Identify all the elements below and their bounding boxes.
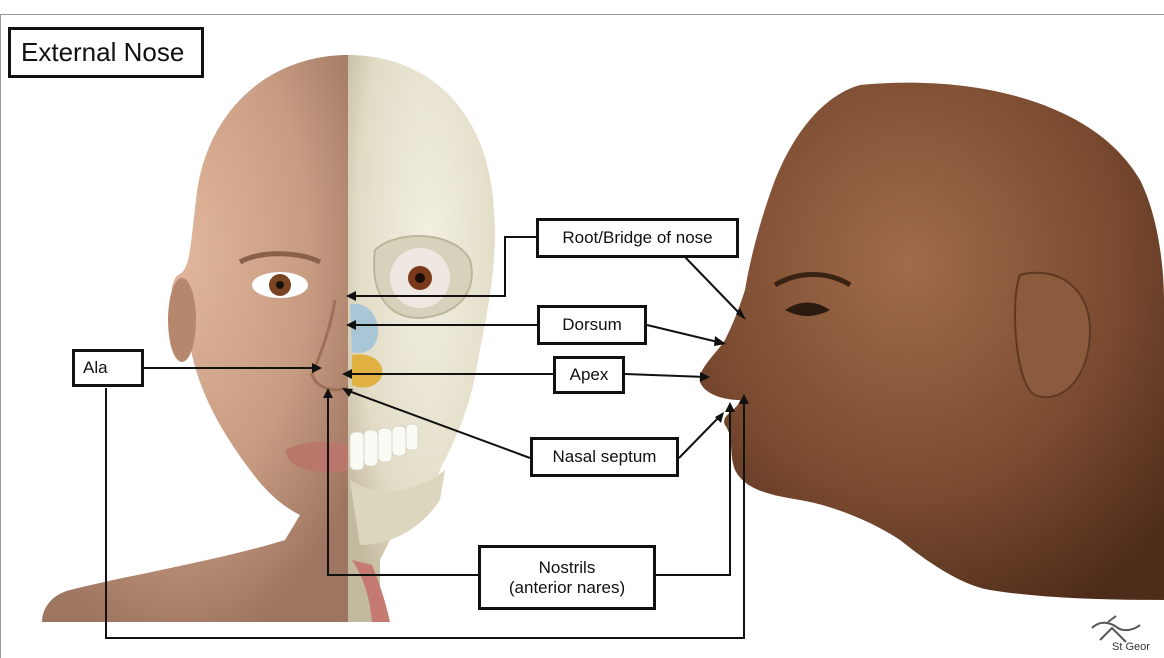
label-apex: Apex (553, 356, 625, 394)
top-border (0, 14, 1164, 15)
profile-head-figure (699, 82, 1164, 600)
label-nostrils: Nostrils (anterior nares) (478, 545, 656, 610)
label-nasal-septum: Nasal septum (530, 437, 679, 477)
left-border (0, 14, 1, 658)
leader-lines (105, 236, 745, 639)
label-root-bridge: Root/Bridge of nose (536, 218, 739, 258)
front-head-figure (42, 55, 349, 622)
page-title: External Nose (8, 27, 204, 78)
label-nostrils-line2: (anterior nares) (508, 577, 626, 597)
logo-text: St Geor (1112, 641, 1150, 653)
label-dorsum: Dorsum (537, 305, 647, 345)
label-ala: Ala (72, 349, 144, 387)
arrow-heads (312, 291, 749, 423)
label-nostrils-line1: Nostrils (538, 557, 596, 577)
skull-half-figure (348, 55, 495, 622)
logo-icon (1091, 615, 1141, 643)
